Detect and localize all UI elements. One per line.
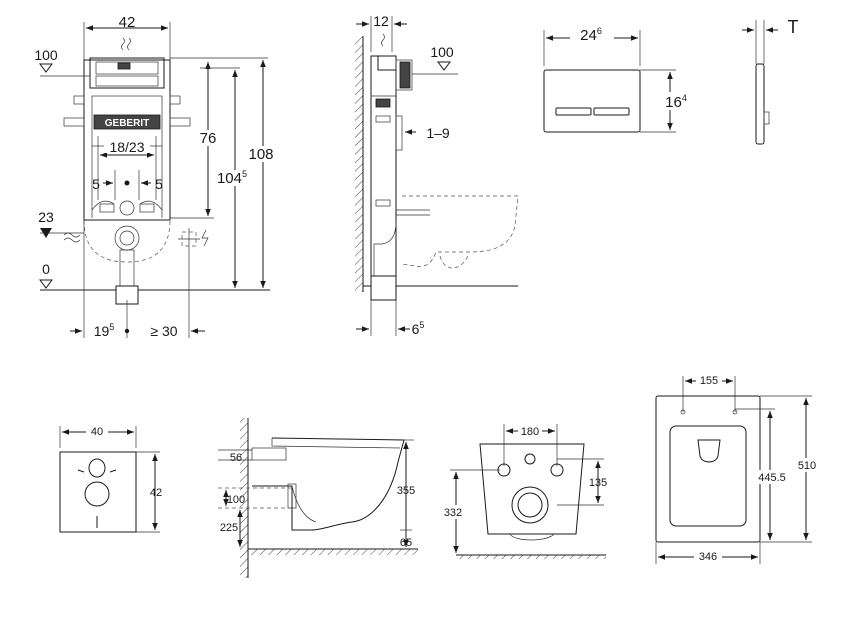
frame-front-view: 42 GEBERIT 18/23	[34, 14, 278, 339]
flush-plate	[543, 69, 641, 133]
frame-logo-text: GEBERIT	[105, 118, 149, 129]
bowl-back-view: 180 135 332	[442, 424, 607, 559]
plate-width-label: 246	[580, 26, 602, 44]
bowl-side-view: 56 100 225 355 65	[218, 418, 418, 578]
side-water-inlet-icon	[381, 33, 385, 47]
bowl-back-spacing-label: 180	[521, 426, 539, 438]
bottom-right-label: ≥ 30	[150, 323, 177, 339]
inlet-spacing-label: 18/23	[109, 139, 144, 155]
side-level-top-label: 100	[430, 44, 454, 60]
pad-width-label: 40	[91, 426, 103, 438]
water-supply-icon	[63, 232, 81, 243]
bowl-top-spacing-label: 155	[700, 375, 718, 387]
side-depth-label: 12	[373, 13, 389, 29]
pad-height-label: 42	[150, 487, 162, 499]
height-76-label: 76	[200, 130, 217, 147]
bowl-top-depth-510-label: 510	[798, 460, 816, 472]
bowl-back-height-label: 332	[444, 507, 462, 519]
bowl-side-outline	[252, 437, 405, 531]
electric-socket-icon	[178, 228, 209, 250]
bowl-height-225-label: 225	[220, 522, 238, 534]
bowl-outlet-label: 100	[227, 494, 245, 506]
offset-left-label: 5	[92, 176, 100, 192]
bowl-clearance-label: 65	[400, 537, 412, 549]
level-top-label: 100	[34, 47, 58, 63]
plate-height-label: 164	[665, 93, 687, 111]
offset-right-label: 5	[155, 176, 163, 192]
mounting-pad-view: 40 42	[59, 424, 162, 533]
height-104-label: 1045	[217, 169, 247, 187]
bowl-top-width-label: 346	[699, 551, 717, 563]
bowl-inlet-label: 56	[230, 452, 242, 464]
bowl-top-depth-445-label: 445.5	[758, 472, 786, 484]
bowl-back-offset-label: 135	[589, 477, 607, 489]
level-mid-label: 23	[38, 209, 54, 225]
bowl-back-outline	[479, 443, 585, 535]
flush-plate-view: 246 164 T	[543, 17, 799, 145]
side-bottom-label: 65	[412, 320, 425, 337]
side-range-label: 1–9	[426, 125, 450, 141]
height-108-label: 108	[248, 146, 273, 163]
mounting-pad	[59, 451, 137, 533]
plate-thickness-label: T	[788, 17, 799, 37]
bowl-top-view: 155 445.5 510 346	[655, 374, 820, 564]
bowl-top-outline	[655, 395, 761, 543]
water-inlet-icon	[121, 37, 131, 51]
frame-side-view: 12 100 1–9 65	[355, 13, 519, 337]
frame-width-label: 42	[119, 14, 136, 31]
level-floor-label: 0	[42, 261, 50, 277]
bowl-height-355-label: 355	[397, 485, 415, 497]
bottom-left-label: 195	[94, 322, 115, 339]
